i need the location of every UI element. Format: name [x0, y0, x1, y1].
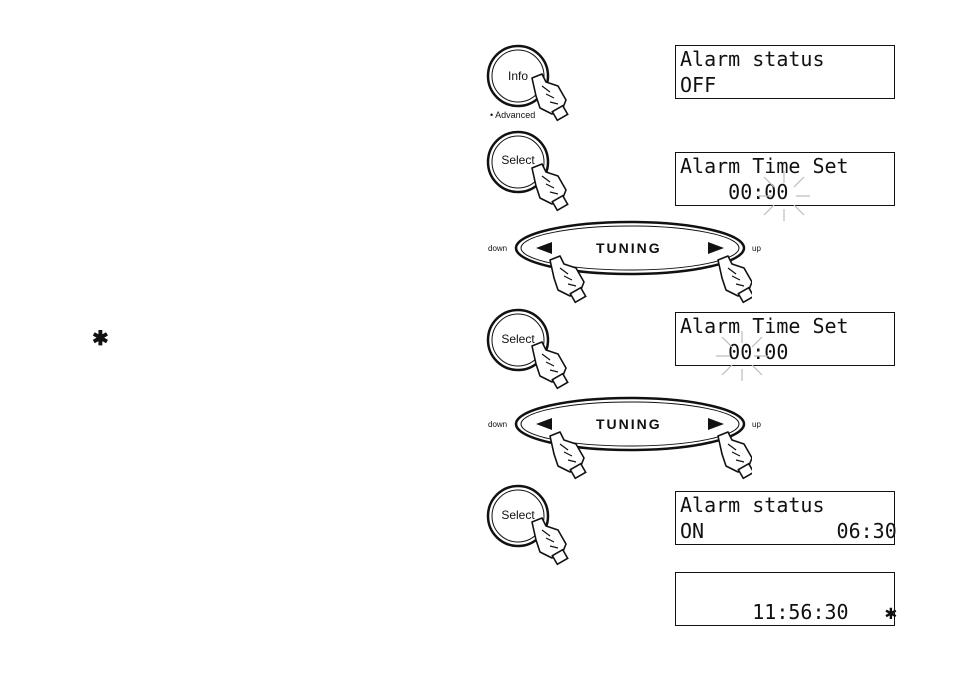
select-button-label: Select: [501, 153, 535, 167]
lcd-line-1: Alarm status: [680, 493, 825, 517]
select-button[interactable]: [484, 484, 584, 574]
lcd-line-1: Alarm status: [680, 47, 825, 71]
lcd-display: Alarm status ON 06:30: [675, 491, 897, 545]
lcd-display: Alarm Time Set 00:00: [675, 152, 895, 221]
flashing-indicator-icon: [716, 331, 768, 381]
advanced-label: • Advanced: [490, 110, 535, 120]
lcd-line-2: 00:00: [680, 340, 789, 364]
lcd-line-2: OFF: [680, 73, 717, 97]
select-button[interactable]: [484, 308, 584, 398]
bullet-icon: •: [490, 110, 494, 120]
lcd-line-2: ON 06:30: [680, 519, 897, 543]
lcd-display: 11:56:30 ✱: [675, 572, 897, 626]
alarm-symbol-icon: ✱: [92, 328, 109, 350]
tuning-label: TUNING: [596, 240, 662, 256]
tuning-control[interactable]: [512, 210, 752, 310]
select-button-label: Select: [501, 332, 535, 346]
lcd-display: Alarm Time Set 00:00: [675, 312, 895, 381]
tuning-down-label: down: [488, 244, 508, 253]
info-button[interactable]: [484, 44, 584, 124]
tuning-control[interactable]: [512, 386, 752, 486]
tuning-label: TUNING: [596, 416, 662, 432]
tuning-down-label: down: [488, 420, 508, 429]
select-button-label: Select: [501, 508, 535, 522]
lcd-display: Alarm status OFF: [675, 45, 895, 99]
lcd-line-1: Alarm Time Set: [680, 314, 849, 338]
lcd-line-1: Alarm Time Set: [680, 154, 849, 178]
advanced-text: Advanced: [495, 110, 536, 120]
flashing-indicator-icon: [758, 171, 810, 221]
info-button-label: Info: [507, 69, 528, 83]
select-button[interactable]: [484, 130, 584, 220]
tuning-up-label: up: [752, 244, 761, 253]
lcd-line-2: 11:56:30 ✱: [680, 600, 897, 624]
tuning-up-label: up: [752, 420, 761, 429]
